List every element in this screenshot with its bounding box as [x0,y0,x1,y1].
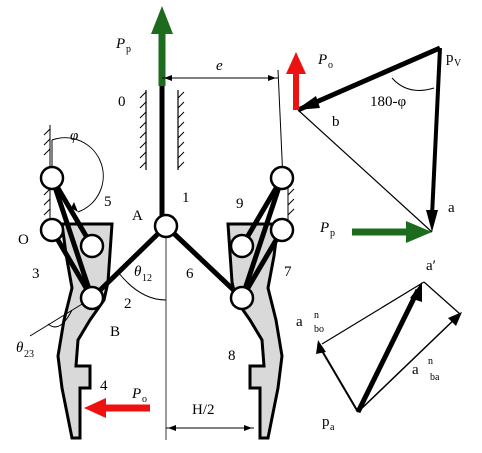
label-pp-main-sub: p [126,44,131,55]
label-link3: 3 [32,266,40,282]
label-joint-a: A [132,208,143,224]
theta23-arc [47,309,73,328]
label-e: e [216,58,223,74]
joint-left-jaw-upper [79,233,105,259]
label-pa: p [322,414,330,430]
label-theta12-sub: 12 [142,273,152,284]
label-pv: p [446,50,454,66]
label-a-bo-sup: n [314,310,319,321]
label-link4: 4 [100,378,108,394]
links [49,175,285,301]
label-link5: 5 [104,194,112,210]
label-pv-sub: V [454,58,462,69]
label-po-bottom-sub: o [142,394,147,405]
labels: P p e 0 1 2 3 4 5 6 7 8 9 φ A O B θ 12 θ… [16,36,462,433]
label-a-ba-sub: ba [430,372,440,383]
label-a: a [448,200,455,216]
label-link9: 9 [236,196,244,212]
label-a-bo: a [296,314,303,330]
label-theta12: θ [134,264,142,280]
velocity-polygon [296,45,442,233]
label-angle: 180-φ [370,94,406,110]
label-phi: φ [70,128,78,144]
label-link8: 8 [228,348,236,364]
force-arrow-po-top [286,52,306,110]
label-link0: 0 [118,94,126,110]
label-pp-right: P [319,220,329,236]
label-pa-sub: a [330,422,335,433]
label-joint-o: O [18,232,29,248]
joint-left-mid [39,217,65,243]
label-a-prime: a′ [426,258,436,274]
label-link6: 6 [186,266,194,282]
label-theta23: θ [16,340,24,356]
dimension-h-half [166,425,254,431]
force-arrow-pp-up [151,6,173,86]
theta12-arc [117,271,167,301]
label-link1: 1 [182,190,190,206]
joints [39,165,295,311]
right-jaw-body [226,222,284,440]
label-link2: 2 [124,296,132,312]
label-b: b [332,114,340,130]
label-a-ba: a [412,362,419,378]
label-h-half: H/2 [192,402,215,418]
label-theta23-sub: 23 [24,349,34,360]
label-po-top: P [317,52,327,68]
label-pp-right-sub: p [330,228,335,239]
label-po-bottom: P [131,386,141,402]
joint-right-top [269,165,295,191]
joint-left-jaw-lower [79,285,105,311]
joint-right-mid [269,217,295,243]
label-a-bo-sub: bo [314,324,324,335]
label-po-top-sub: o [328,60,333,71]
dimension-e [162,69,284,181]
joint-A [153,213,179,239]
force-arrow-pp-right [352,221,432,243]
label-pp-main: P [115,36,125,52]
ground-hatch-slider [139,90,185,170]
label-a-ba-sup: n [428,356,433,367]
label-joint-b: B [110,324,120,340]
acceleration-polygon [316,281,462,414]
joint-right-jaw-lower [229,285,255,311]
label-link7: 7 [284,264,292,280]
force-arrow-po-bottom [84,398,150,418]
joint-right-jaw-upper [229,233,255,259]
joint-left-top [39,165,65,191]
